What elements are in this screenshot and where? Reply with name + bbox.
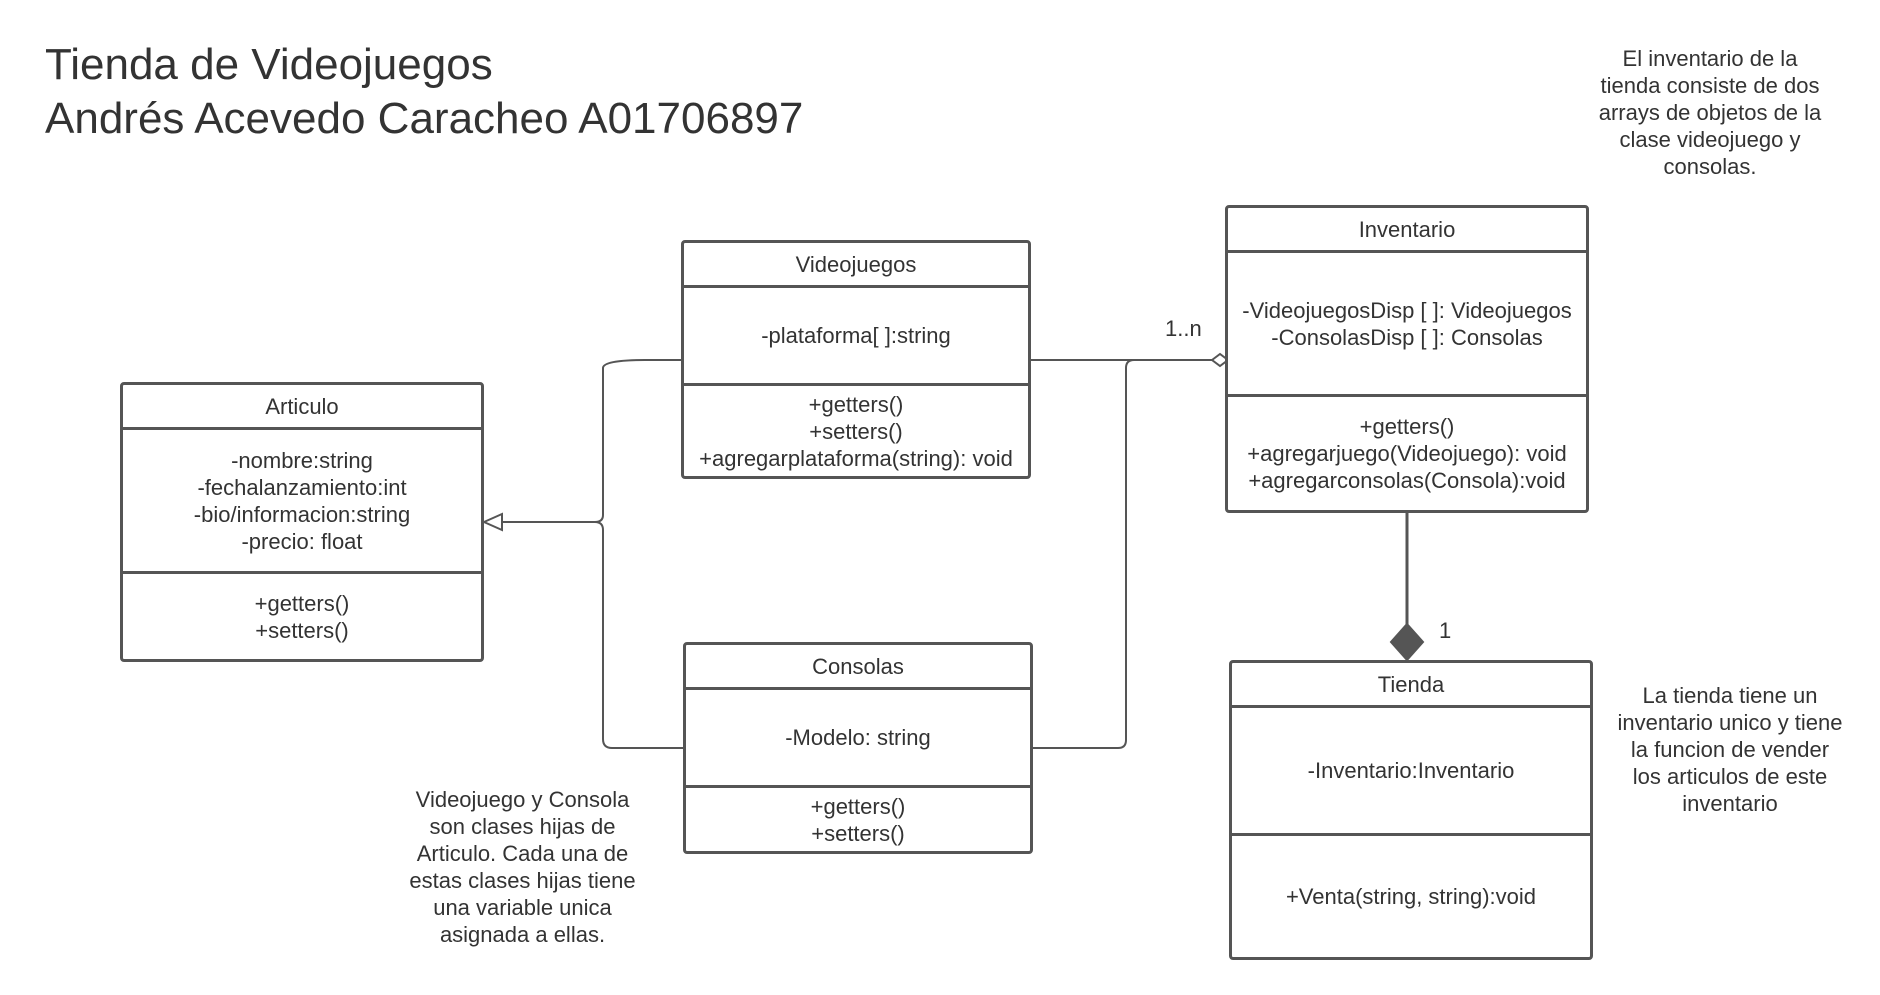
- attribute: -bio/informacion:string: [193, 501, 411, 527]
- note-line: tienda consiste de dos: [1600, 73, 1820, 98]
- attribute: -VideojuegosDisp [ ]: Videojuegos: [1242, 297, 1572, 323]
- method: +getters(): [1359, 414, 1455, 439]
- class-articulo-attributes: -nombre:string -fechalanzamiento:int -bi…: [123, 427, 481, 571]
- title-line-2: Andrés Acevedo Caracheo A01706897: [45, 94, 804, 143]
- note-line: Videojuego y Consola: [415, 787, 630, 812]
- composition-diamond: [1389, 622, 1425, 662]
- method: +getters(): [808, 391, 904, 417]
- attribute: -precio: float: [241, 528, 363, 554]
- class-consolas-attributes: -Modelo: string: [686, 687, 1030, 785]
- multiplicity-composition: 1: [1439, 618, 1452, 643]
- note-line: una variable unica: [433, 895, 612, 920]
- diagram-title: Tienda de Videojuegos Andrés Acevedo Car…: [45, 38, 803, 146]
- method: +setters(): [809, 418, 903, 444]
- note-line: asignada a ellas.: [439, 922, 606, 947]
- attribute: -fechalanzamiento:int: [197, 474, 407, 500]
- attribute: -Inventario:Inventario: [1307, 758, 1515, 783]
- note-line: consolas.: [1663, 154, 1757, 179]
- class-consolas: Consolas -Modelo: string +getters() +set…: [683, 642, 1033, 854]
- note-tienda: La tienda tiene un inventario unico y ti…: [1600, 682, 1860, 817]
- note-line: inventario unico y tiene: [1617, 710, 1843, 735]
- class-videojuegos: Videojuegos -plataforma[ ]:string +gette…: [681, 240, 1031, 479]
- note-line: los articulos de este: [1632, 764, 1828, 789]
- class-inventario-name: Inventario: [1358, 216, 1456, 242]
- class-articulo: Articulo -nombre:string -fechalanzamient…: [120, 382, 484, 662]
- note-herencia: Videojuego y Consola son clases hijas de…: [390, 786, 655, 948]
- class-tienda: Tienda -Inventario:Inventario +Venta(str…: [1229, 660, 1593, 960]
- aggregation-line-consolas: [1031, 359, 1135, 749]
- method: +setters(): [255, 617, 349, 643]
- method: +setters(): [811, 820, 905, 846]
- multiplicity-aggregation: 1..n: [1165, 316, 1202, 341]
- note-inventario: El inventario de la tienda consiste de d…: [1565, 45, 1855, 180]
- method: +agregarjuego(Videojuego): void: [1247, 441, 1567, 466]
- inheritance-arrowhead: [481, 512, 503, 532]
- method: +Venta(string, string):void: [1285, 884, 1537, 909]
- note-line: la funcion de vender: [1630, 737, 1830, 762]
- attribute: -Modelo: string: [785, 725, 931, 750]
- note-line: estas clases hijas tiene: [409, 868, 636, 893]
- class-consolas-methods: +getters() +setters(): [686, 785, 1030, 851]
- attribute: -nombre:string: [231, 447, 373, 473]
- class-videojuegos-methods: +getters() +setters() +agregarplataforma…: [684, 383, 1028, 476]
- attribute: -ConsolasDisp [ ]: Consolas: [1271, 324, 1543, 350]
- inheritance-line-videojuegos: [594, 359, 684, 523]
- class-tienda-methods: +Venta(string, string):void: [1232, 833, 1590, 957]
- class-inventario-methods: +getters() +agregarjuego(Videojuego): vo…: [1228, 394, 1586, 510]
- method: +agregarconsolas(Consola):void: [1248, 468, 1566, 493]
- class-tienda-attributes: -Inventario:Inventario: [1232, 705, 1590, 833]
- inheritance-line-consolas: [594, 521, 686, 749]
- note-line: Articulo. Cada una de: [416, 841, 629, 866]
- class-videojuegos-name: Videojuegos: [795, 251, 917, 277]
- class-tienda-name: Tienda: [1377, 671, 1445, 697]
- method: +agregarplataforma(string): void: [699, 445, 1013, 471]
- method: +getters(): [810, 793, 906, 819]
- class-articulo-name: Articulo: [265, 393, 339, 419]
- class-inventario: Inventario -VideojuegosDisp [ ]: Videoju…: [1225, 205, 1589, 513]
- note-line: La tienda tiene un: [1642, 683, 1818, 708]
- class-articulo-methods: +getters() +setters(): [123, 571, 481, 659]
- class-inventario-attributes: -VideojuegosDisp [ ]: Videojuegos -Conso…: [1228, 250, 1586, 394]
- note-line: El inventario de la: [1622, 46, 1798, 71]
- class-videojuegos-attributes: -plataforma[ ]:string: [684, 285, 1028, 383]
- title-line-1: Tienda de Videojuegos: [45, 40, 493, 89]
- note-line: arrays de objetos de la: [1598, 100, 1822, 125]
- attribute: -plataforma[ ]:string: [761, 323, 951, 348]
- note-line: son clases hijas de: [429, 814, 616, 839]
- note-line: clase videojuego y: [1619, 127, 1801, 152]
- method: +getters(): [254, 590, 350, 616]
- class-consolas-name: Consolas: [812, 653, 904, 679]
- note-line: inventario: [1682, 791, 1778, 816]
